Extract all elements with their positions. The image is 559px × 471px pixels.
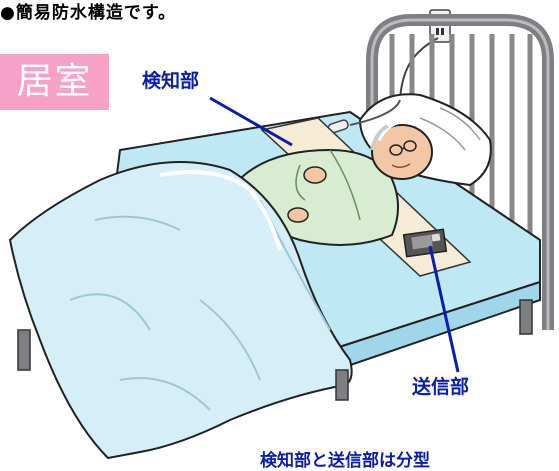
detector-label: 検知部 <box>142 70 200 92</box>
room-badge: 居室 <box>0 54 109 110</box>
detector-leader-line <box>209 96 293 147</box>
top-caption: ●簡易防水構造です。 <box>0 3 177 23</box>
call-cable <box>349 99 401 126</box>
bottom-caption: 検知部と送信部は分型 <box>260 451 430 471</box>
transmitter-leader-line <box>428 245 460 373</box>
bed-legs <box>17 299 533 401</box>
transmitter-box <box>402 228 448 258</box>
transmitter-label: 送信部 <box>412 376 470 398</box>
blanket <box>9 161 353 459</box>
